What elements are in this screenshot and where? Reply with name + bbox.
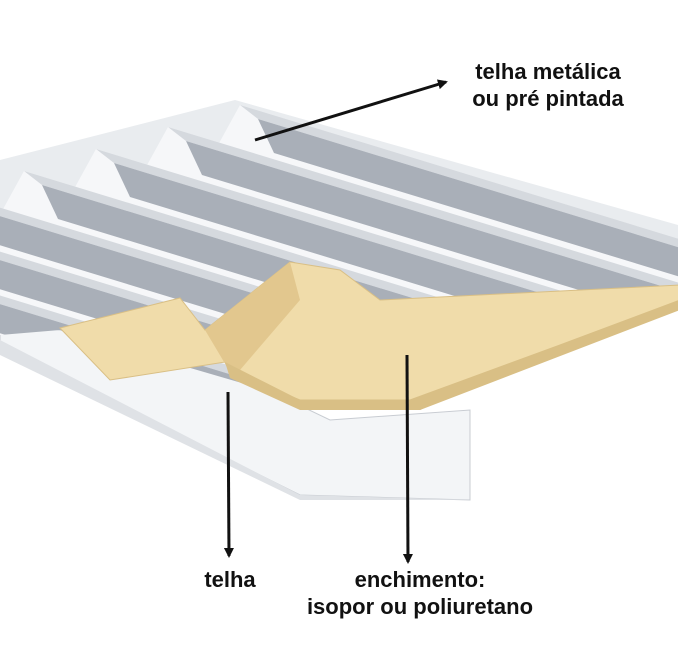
bottom-sheet-shadow — [0, 340, 470, 500]
foam-front-face — [225, 300, 678, 410]
metal-rib — [240, 105, 678, 333]
metal-rib — [186, 141, 678, 389]
metal-rib — [168, 127, 678, 355]
label-enchimento: enchimento: isopor ou poliuretano — [300, 566, 540, 620]
label-line: enchimento: — [354, 567, 486, 592]
label-line: isopor ou poliuretano — [306, 594, 534, 619]
label-line: ou pré pintada — [472, 86, 624, 111]
label-top-metal-sheet: telha metálica ou pré pintada — [458, 58, 638, 112]
label-telha: telha — [204, 567, 256, 592]
arrow-top-metal-sheet — [254, 79, 448, 142]
arrow-telha — [223, 391, 234, 558]
label-line: telha metálica — [475, 59, 621, 84]
foam-rib-shade — [205, 262, 300, 372]
arrow-enchimento — [402, 354, 413, 564]
metal-rib — [258, 119, 678, 367]
